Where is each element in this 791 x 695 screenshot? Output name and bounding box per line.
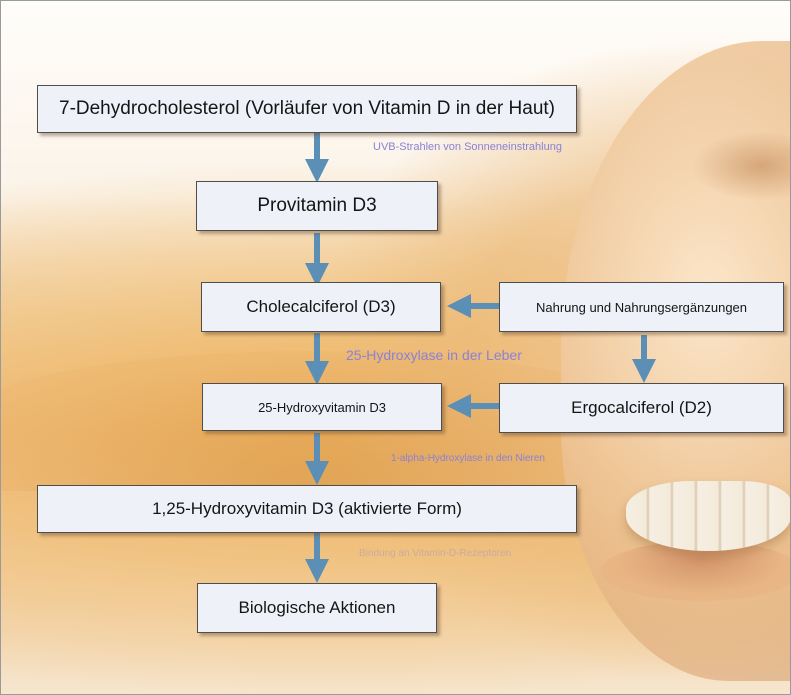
background-lip [601,541,790,601]
box-biologische-aktionen: Biologische Aktionen [197,583,437,633]
box-cholecalciferol: Cholecalciferol (D3) [201,282,441,332]
box-provitamin: Provitamin D3 [196,181,438,231]
box-hydroxyvitamin: 25-Hydroxyvitamin D3 [202,383,442,431]
label-leber: 25-Hydroxylase in der Leber [346,347,522,363]
label-rezeptor: Bindung an Vitamin-D-Rezeptoren [359,548,512,559]
background-teeth [626,481,790,551]
box-nahrung: Nahrung und Nahrungsergänzungen [499,282,784,332]
box-dehydrocholesterol: 7-Dehydrocholesterol (Vorläufer von Vita… [37,85,577,133]
box-dihydroxyvitamin: 1,25-Hydroxyvitamin D3 (aktivierte Form) [37,485,577,533]
box-ergocalciferol: Ergocalciferol (D2) [499,383,784,433]
label-nieren: 1-alpha-Hydroxylase in den Nieren [391,453,545,464]
label-uvb: UVB-Strahlen von Sonneneinstrahlung [373,141,562,153]
